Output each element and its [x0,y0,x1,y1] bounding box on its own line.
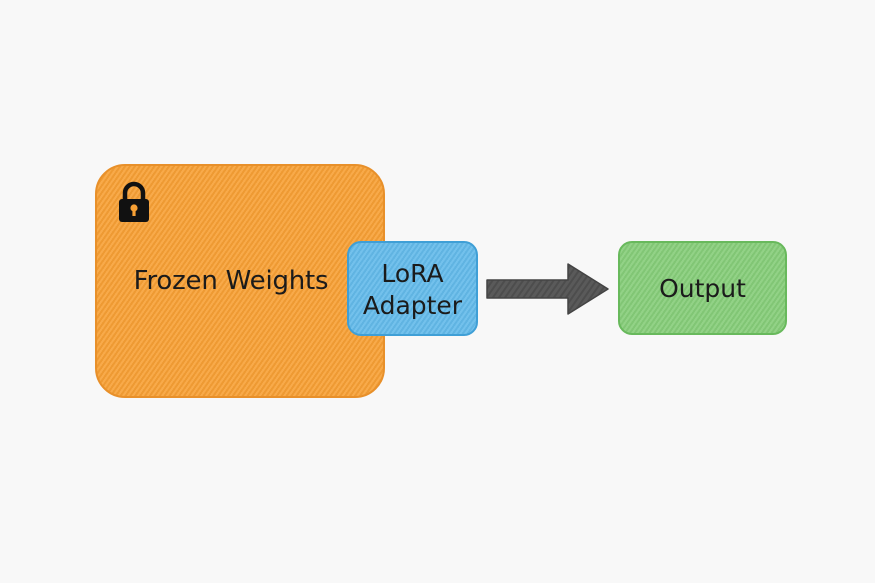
output-node: Output [618,241,787,335]
lora-adapter-label-line2: Adapter [362,290,463,320]
lora-adapter-label-line1: LoRA [381,258,444,288]
frozen-weights-label: Frozen Weights [133,266,329,296]
lora-adapter-node: LoRA Adapter [347,241,478,336]
frozen-weights-node: Frozen Weights [95,164,385,398]
flow-arrow [486,263,609,315]
output-label: Output [659,273,746,303]
lock-icon [119,181,149,222]
